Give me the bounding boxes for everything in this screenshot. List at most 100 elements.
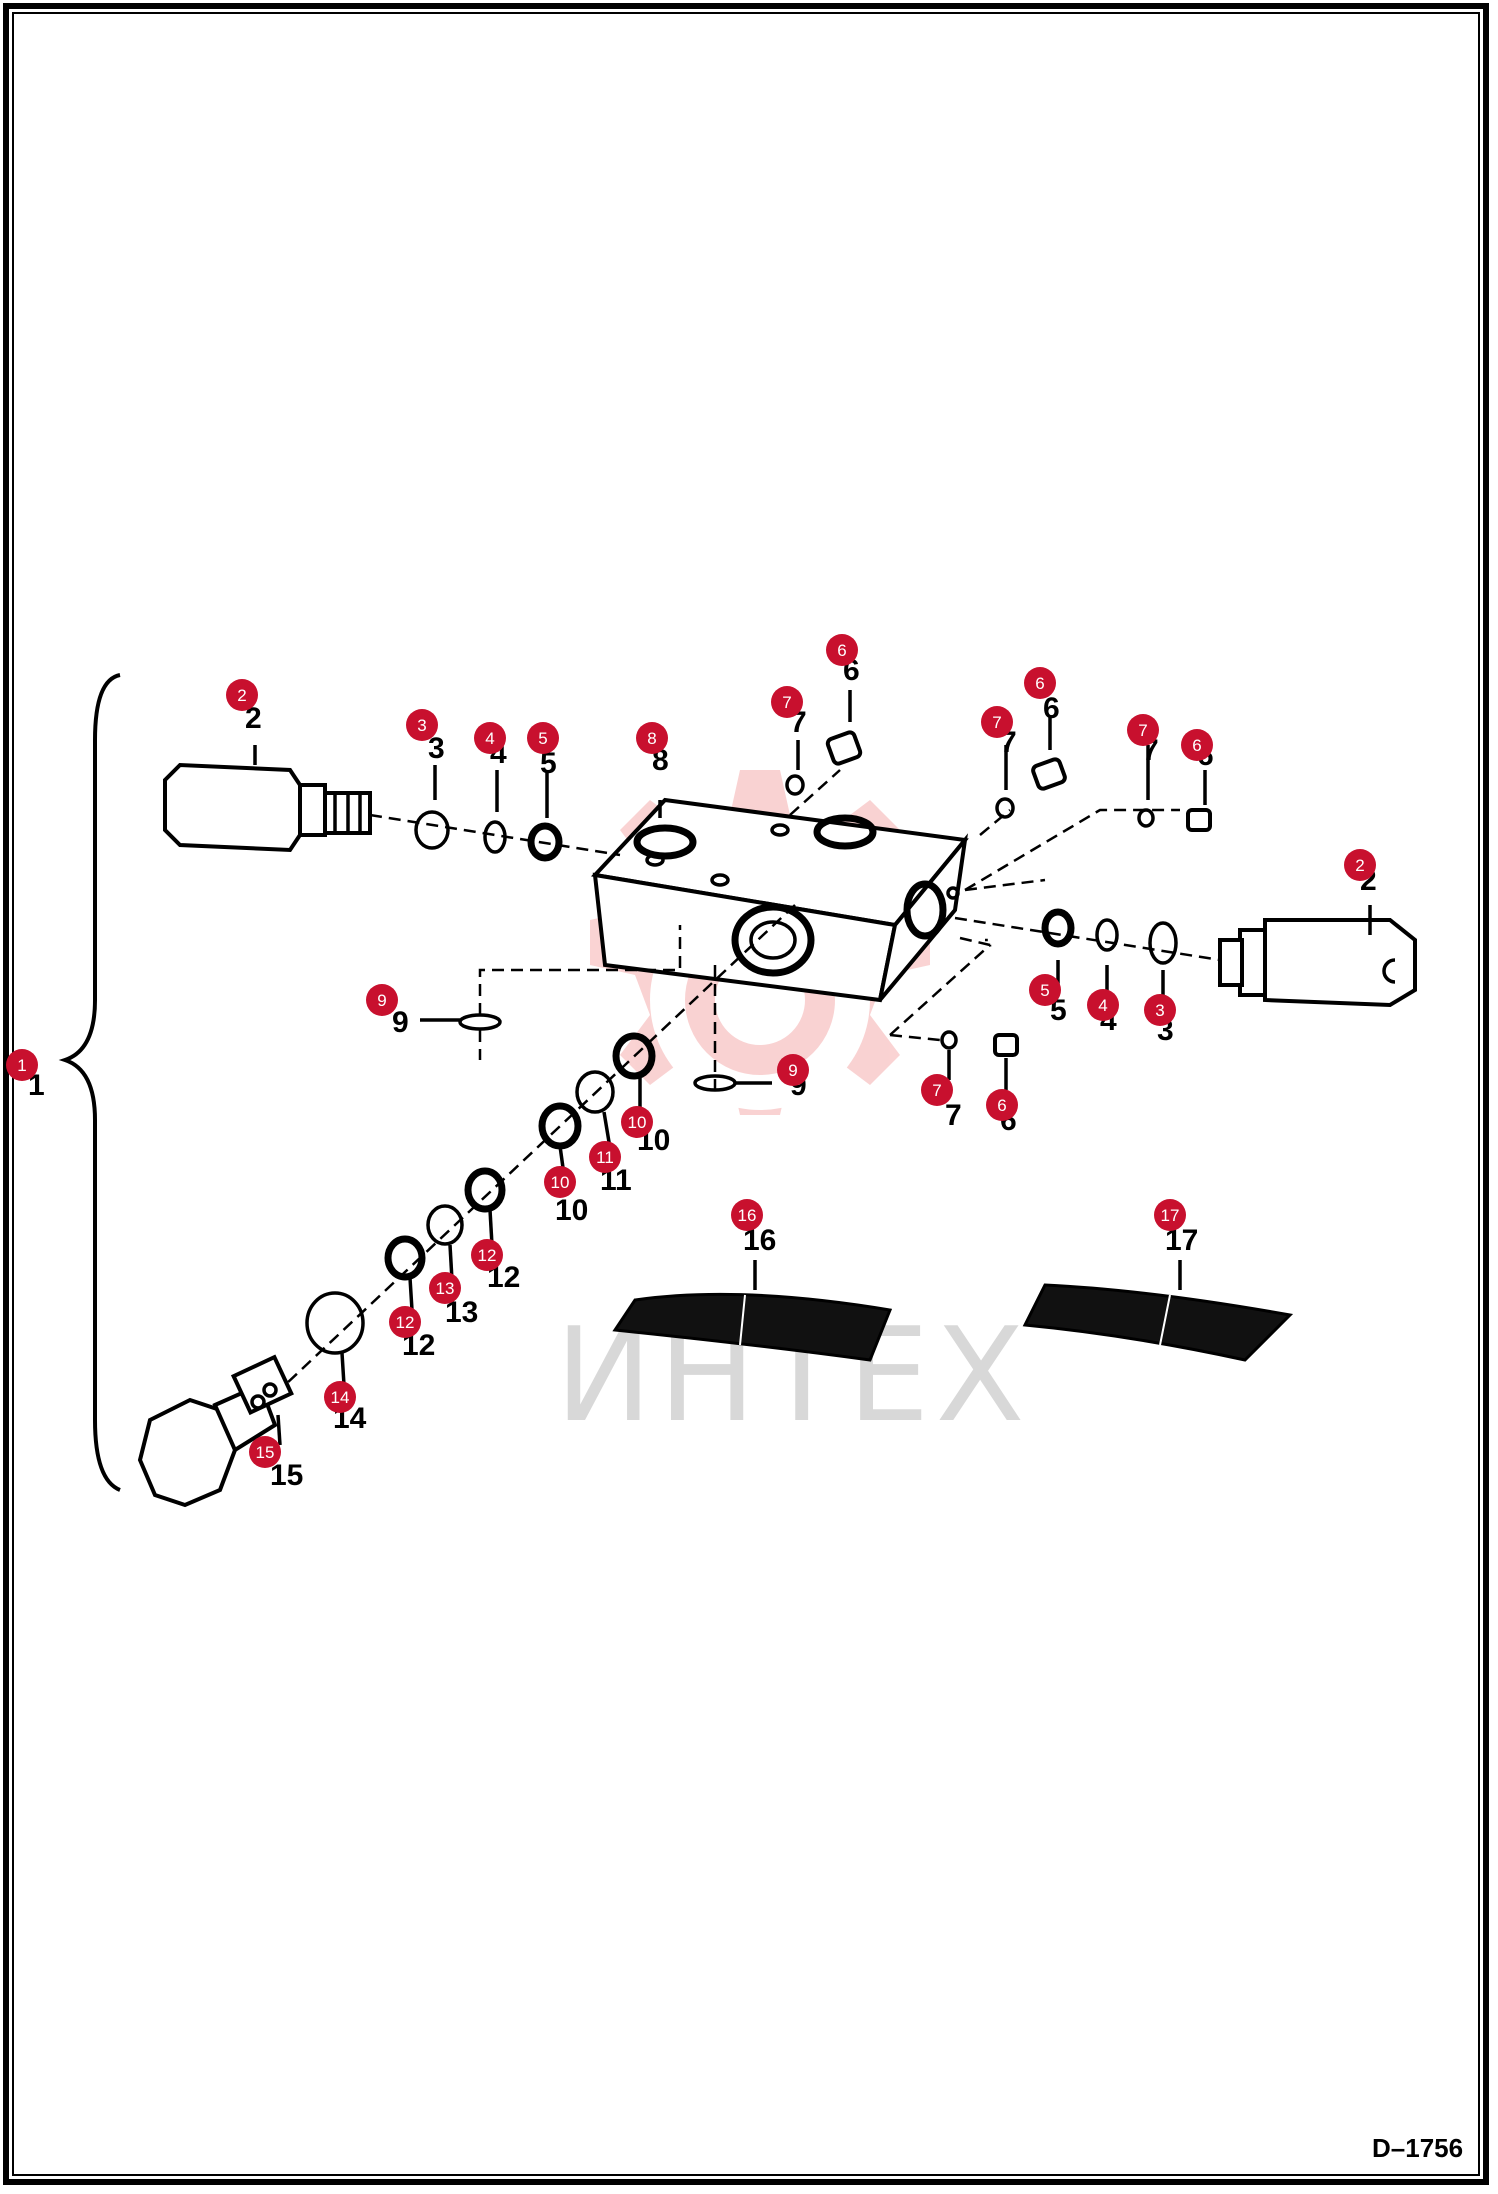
o-ring-7c [1137, 808, 1155, 828]
callout-badge-7: 7 [921, 1074, 953, 1106]
seal-13 [426, 1204, 464, 1246]
o-ring-7a [785, 774, 805, 796]
callout-badge-circle [1344, 849, 1376, 881]
label-6b: 6 [1043, 692, 1060, 725]
callout-badge-label: 7 [1138, 721, 1147, 740]
callout-badge-circle [1029, 974, 1061, 1006]
callout-badge-label: 10 [551, 1173, 570, 1192]
callout-badge-circle [621, 1106, 653, 1138]
callout-badge-12: 12 [389, 1306, 421, 1338]
callout-badge-17: 17 [1154, 1199, 1186, 1231]
label-9-left: 9 [392, 1006, 409, 1039]
callout-badge-16: 16 [731, 1199, 763, 1231]
callout-badge-label: 12 [478, 1246, 497, 1265]
axis-lower-right [889, 944, 991, 1036]
callout-badge-6: 6 [1181, 729, 1213, 761]
callout-badge-14: 14 [324, 1381, 356, 1413]
callout-badge-7: 7 [1127, 714, 1159, 746]
callout-badge-label: 13 [436, 1279, 455, 1298]
outer-frame [3, 3, 1489, 2185]
plug-6c [1186, 808, 1212, 832]
callout-badge-label: 7 [932, 1081, 941, 1100]
callout-badge-circle [1127, 714, 1159, 746]
callout-badge-circle [826, 634, 858, 666]
o-ring-3-left [414, 810, 450, 850]
callout-badge-label: 2 [1355, 856, 1364, 875]
callout-badge-1: 1 [6, 1049, 38, 1081]
callout-badge-10: 10 [544, 1166, 576, 1198]
callout-badge-label: 12 [396, 1313, 415, 1332]
plug-6a [825, 730, 863, 766]
callout-badge-circle [1181, 729, 1213, 761]
drawing-code: D–1756 [1372, 2133, 1463, 2163]
callout-badge-circle [771, 686, 803, 718]
o-ring-4-left [483, 820, 507, 854]
axis-port-left [478, 925, 682, 1015]
callout-badge-circle [389, 1306, 421, 1338]
callout-badge-4: 4 [1087, 989, 1119, 1021]
callout-badge-circle [1087, 989, 1119, 1021]
check-cartridge-bottom [137, 1354, 294, 1508]
callout-badge-13: 13 [429, 1272, 461, 1304]
callout-badge-label: 16 [738, 1206, 757, 1225]
callout-badge-label: 7 [992, 713, 1001, 732]
seal-10a [612, 1032, 656, 1080]
callout-badge-circle [474, 722, 506, 754]
o-ring-3-right [1148, 921, 1178, 965]
callout-badge-label: 4 [485, 729, 494, 748]
callout-badge-15: 15 [249, 1436, 281, 1468]
callout-badge-circle [366, 984, 398, 1016]
callout-badge-circle [1024, 667, 1056, 699]
callout-badge-circle [981, 706, 1013, 738]
callout-badge-circle [406, 709, 438, 741]
callout-badge-label: 6 [837, 641, 846, 660]
relief-cartridge-right [1218, 918, 1417, 1008]
plug-6b [1031, 757, 1067, 791]
label-5-left: 5 [540, 747, 557, 780]
o-ring-7b [995, 797, 1015, 819]
axis-top-right [964, 808, 1180, 892]
o-ring-14 [305, 1291, 365, 1355]
callout-badge-circle [429, 1272, 461, 1304]
axis-left [369, 813, 621, 857]
label-7d: 7 [945, 1099, 962, 1132]
callout-badge-6: 6 [986, 1089, 1018, 1121]
o-ring-7d [940, 1030, 958, 1050]
callout-badge-circle [731, 1199, 763, 1231]
axis-bottom [284, 904, 796, 1386]
label-10b: 10 [555, 1194, 588, 1227]
callout-badge-3: 3 [1144, 994, 1176, 1026]
callout-badge-5: 5 [527, 722, 559, 754]
label-3-left: 3 [428, 732, 445, 765]
callout-badge-8: 8 [636, 722, 668, 754]
backup-ring-5-left [527, 822, 563, 862]
callout-badge-label: 14 [331, 1388, 350, 1407]
callout-badge-9: 9 [366, 984, 398, 1016]
callout-badge-9: 9 [777, 1054, 809, 1086]
o-ring-9-left [458, 1013, 502, 1031]
callout-badge-circle [636, 722, 668, 754]
callout-badge-label: 3 [1155, 1001, 1164, 1020]
callout-badge-6: 6 [1024, 667, 1056, 699]
callout-badge-label: 15 [256, 1443, 275, 1462]
callout-badge-label: 5 [1040, 981, 1049, 1000]
callout-badge-label: 4 [1098, 996, 1107, 1015]
callout-badge-circle [1144, 994, 1176, 1026]
decal-17 [1022, 1283, 1294, 1362]
callout-badge-circle [324, 1381, 356, 1413]
callout-badge-label: 2 [237, 686, 246, 705]
callout-badge-label: 5 [538, 729, 547, 748]
callout-badge-label: 11 [596, 1148, 614, 1167]
callout-badge-circle [544, 1166, 576, 1198]
callout-badge-circle [1154, 1199, 1186, 1231]
callout-badge-circle [471, 1239, 503, 1271]
callout-badge-3: 3 [406, 709, 438, 741]
callout-badge-label: 9 [788, 1061, 797, 1080]
callout-badge-label: 1 [17, 1056, 26, 1075]
seal-12b [384, 1235, 426, 1281]
inner-frame [12, 12, 1480, 2176]
callout-badge-11: 11 [589, 1141, 621, 1173]
seal-11 [575, 1070, 615, 1114]
